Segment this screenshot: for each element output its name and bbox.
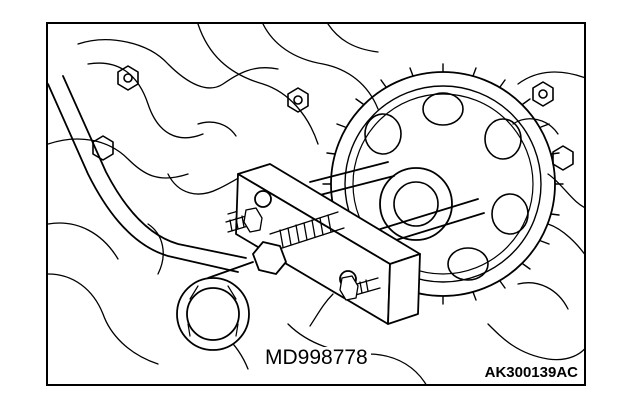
sprocket-puller-icon — [225, 161, 485, 325]
callout-leader-line — [309, 293, 334, 327]
engine-illustration — [48, 24, 584, 384]
figure-id-label: AK300139AC — [482, 364, 580, 381]
tool-callout-label: MD998778 — [262, 347, 371, 369]
camshaft-sprocket-icon — [322, 63, 564, 305]
box-end-wrench-icon — [48, 75, 254, 351]
block-bolt-icon — [92, 65, 574, 171]
illustration-frame: MD998778 AK300139AC — [46, 22, 586, 386]
